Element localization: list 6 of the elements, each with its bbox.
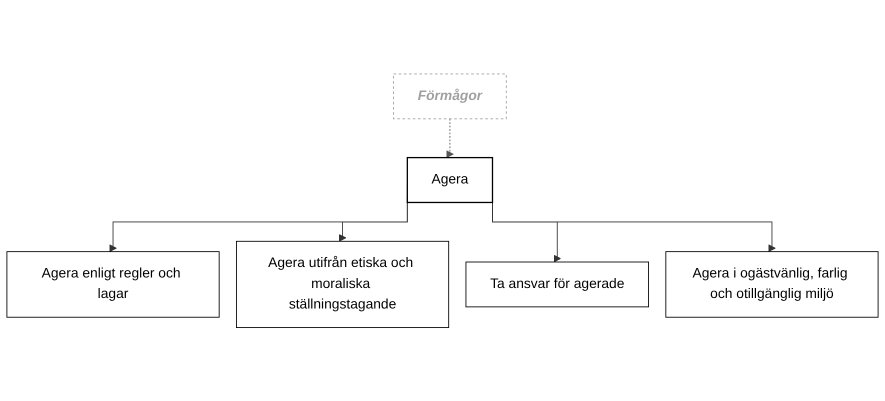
node-box: Agera [406,156,494,203]
node-box: Agera enligt regler och lagar [6,250,220,318]
node-box: Agera i ogästvänlig, farlig och otillgänglig miljö [665,250,879,318]
arrow [446,118,454,158]
node-box: Ta ansvar för agerade [466,261,649,308]
node-box: Agera utifrån etiska och moraliska ställningstagande [236,240,450,328]
